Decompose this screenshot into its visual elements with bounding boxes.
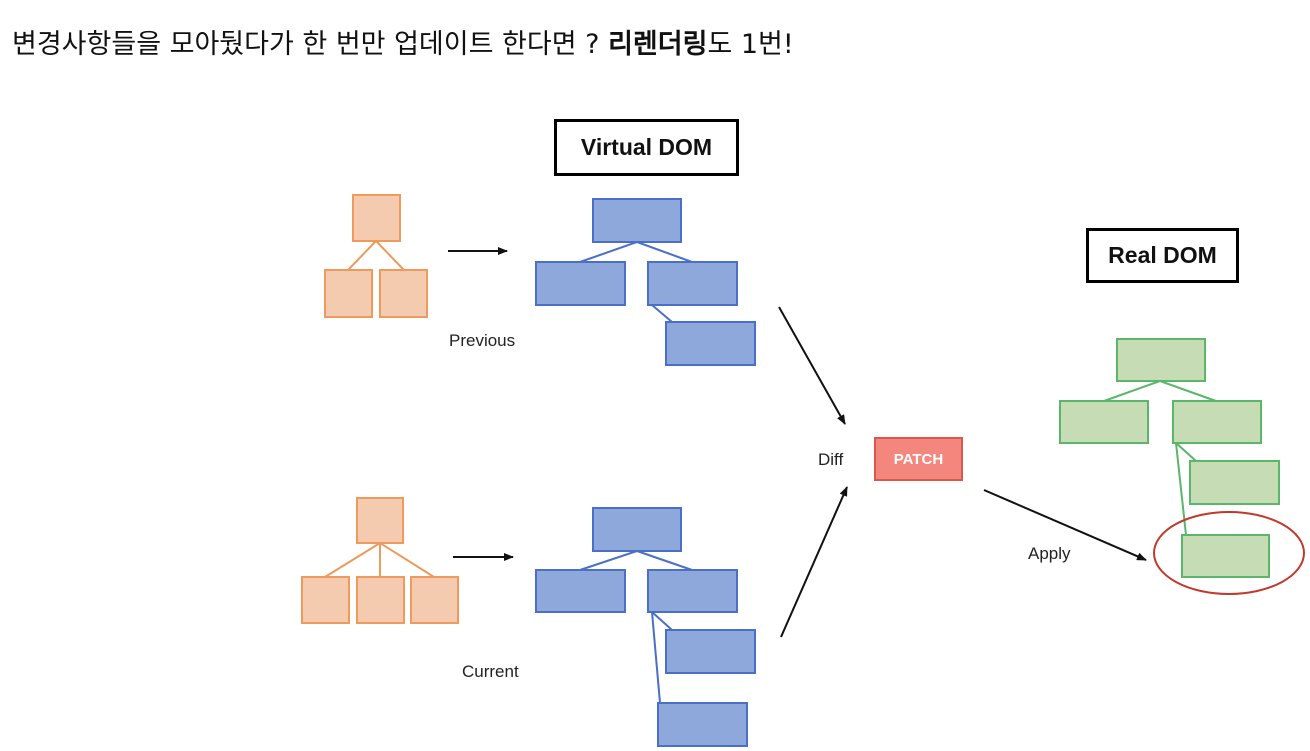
- current-vdom-node: [665, 629, 756, 674]
- patch-label: PATCH: [893, 450, 944, 468]
- previous-to-diff-arrow: [778, 306, 846, 425]
- page-heading: 변경사항들을 모아뒀다가 한 번만 업데이트 한다면 ? 리렌더링도 1번!: [12, 22, 794, 61]
- current-component-node: [356, 576, 405, 624]
- heading-text-2: 도 1번!: [707, 29, 794, 60]
- patch-box: PATCH: [874, 437, 963, 481]
- real-dom-node: [1172, 400, 1262, 444]
- current-vdom-node: [592, 507, 682, 552]
- previous-vdom-node: [535, 261, 626, 306]
- apply-arrow: [983, 489, 1147, 561]
- current-component-node: [356, 497, 404, 544]
- previous-component-node: [352, 194, 401, 242]
- diff-label: Diff: [818, 450, 844, 469]
- heading-text-1: 변경사항들을 모아뒀다가 한 번만 업데이트 한다면 ?: [12, 29, 609, 60]
- virtual-dom-label: Virtual DOM: [554, 119, 739, 176]
- current-vdom-node: [657, 702, 748, 747]
- real-dom-tree: [1059, 338, 1280, 578]
- heading-bold-text: 리렌더링: [608, 29, 708, 60]
- current-to-diff-arrow: [780, 486, 848, 638]
- current-vdom-node: [535, 569, 626, 613]
- previous-label: Previous: [449, 331, 516, 350]
- current-component-node: [410, 576, 459, 624]
- apply-label: Apply: [1028, 544, 1071, 563]
- previous-vdom-node: [665, 321, 756, 366]
- previous-vdom-node: [592, 198, 682, 243]
- previous-virtual-dom-tree: [535, 198, 756, 366]
- current-label: Current: [462, 662, 519, 681]
- flow-arrows: [448, 247, 1147, 638]
- real-dom-node: [1059, 400, 1149, 444]
- previous-component-tree: [324, 194, 428, 318]
- real-dom-node: [1189, 460, 1280, 505]
- real-dom-new-node: [1181, 534, 1270, 578]
- current-virtual-dom-tree: [535, 507, 756, 747]
- previous-component-node: [379, 269, 428, 318]
- previous-vdom-node: [647, 261, 738, 306]
- current-vdom-node: [647, 569, 738, 613]
- current-component-node: [301, 576, 350, 624]
- real-dom-node: [1116, 338, 1206, 382]
- real-dom-label: Real DOM: [1086, 228, 1239, 283]
- current-component-tree: [301, 497, 459, 624]
- updated-node-highlight: [1153, 511, 1305, 595]
- previous-component-node: [324, 269, 373, 318]
